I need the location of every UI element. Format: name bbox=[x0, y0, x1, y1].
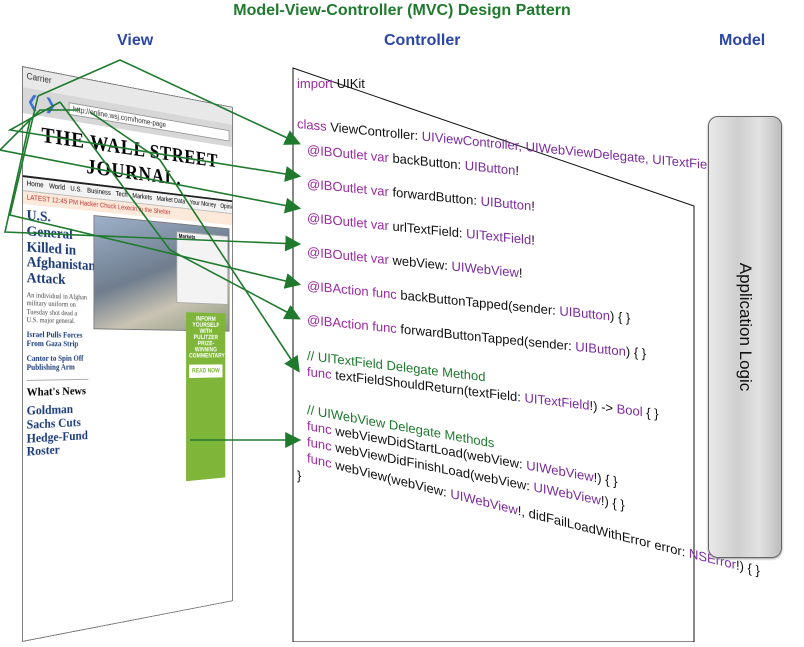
arrow-back-action bbox=[10, 96, 298, 284]
arrow-url-field bbox=[0, 110, 298, 208]
arrow-back-button bbox=[38, 60, 298, 143]
arrow-forward-button bbox=[10, 102, 298, 176]
arrow-forward-action bbox=[60, 102, 298, 318]
